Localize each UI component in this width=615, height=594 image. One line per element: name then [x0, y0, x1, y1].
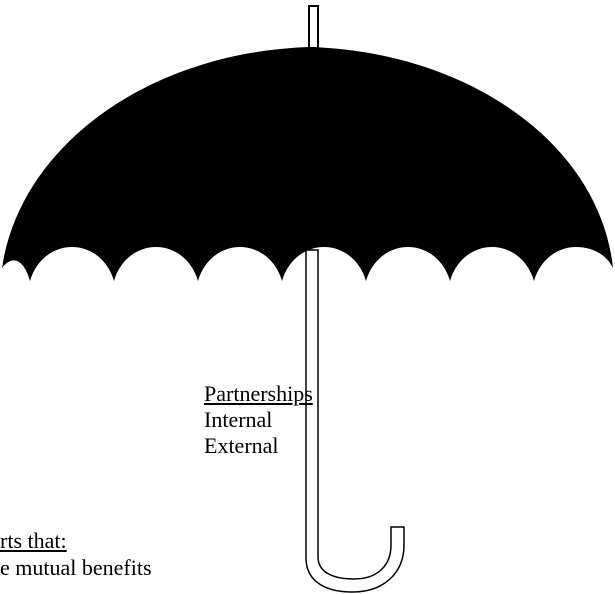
external-label: External — [204, 433, 279, 458]
umbrella-tip — [308, 5, 319, 49]
efforts-fragment: rts that: — [0, 528, 67, 553]
benefits-fragment: e mutual benefits — [0, 555, 152, 580]
umbrella-handle — [305, 249, 405, 593]
partnerships-heading: Partnerships — [204, 381, 313, 406]
umbrella-canopy — [2, 47, 613, 281]
internal-label: Internal — [204, 407, 273, 432]
